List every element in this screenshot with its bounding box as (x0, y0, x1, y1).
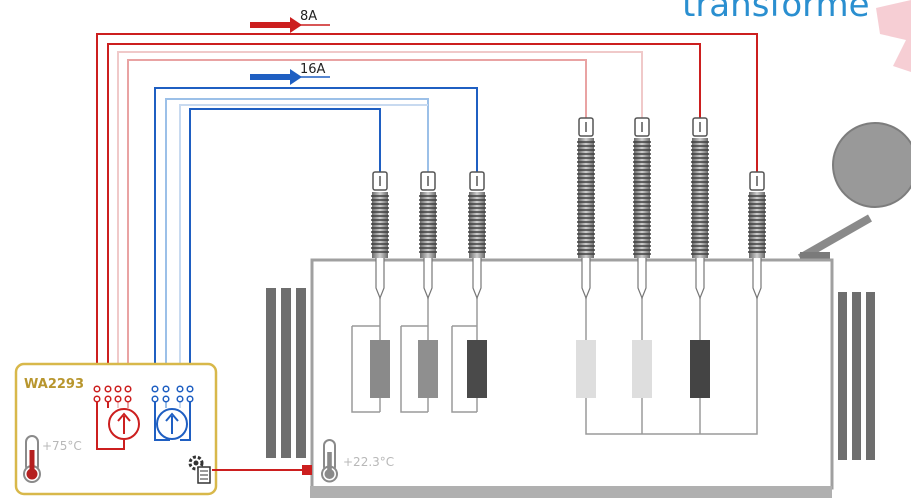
current-source-icon (108, 408, 140, 440)
radiator-left (266, 288, 306, 458)
bushing (691, 117, 709, 300)
bushing (633, 117, 651, 300)
current-source-icon (156, 408, 188, 440)
wiring (96, 33, 758, 397)
wire-red-outer (96, 33, 758, 397)
bushing (468, 171, 486, 300)
arrow-right-icon (250, 17, 302, 33)
wire-red-light (127, 59, 587, 397)
bushing (371, 171, 389, 300)
bushings (371, 117, 766, 300)
thermometer-icon (321, 439, 338, 483)
bushing (577, 117, 595, 300)
arrow-right-icon (250, 69, 302, 85)
wire-red-pale (117, 51, 643, 397)
wire-blue-outer (154, 87, 478, 397)
winding-connections (351, 260, 758, 435)
sensor-connector (302, 465, 312, 475)
transformer-temperature: +22.3°C (343, 455, 394, 469)
device-temperature: +75°C (42, 439, 82, 453)
wire-blue-light (165, 98, 429, 397)
device-name: WA2293 (24, 377, 84, 392)
wire-blue-pale (179, 104, 428, 397)
blue-current-label: 16A (300, 62, 326, 77)
blue-current-indicator: 16A (250, 62, 330, 85)
bushing (419, 171, 437, 300)
red-current-label: 8A (300, 9, 317, 24)
red-current-indicator: 8A (250, 9, 330, 33)
tank-base (310, 486, 832, 498)
radiator-right (838, 292, 875, 460)
settings-gear-icon[interactable] (188, 455, 211, 484)
transformer-tank (310, 258, 834, 490)
wa2293-device: WA2293 (14, 362, 218, 496)
conservator-tank (798, 122, 911, 262)
thermometer-icon (23, 435, 41, 483)
wire-red-inner (107, 43, 701, 397)
corner-decoration (876, 0, 911, 72)
diagram-title: transforme (682, 0, 870, 25)
device-terminals (93, 385, 194, 403)
bushing (748, 171, 766, 300)
wire-blue-inner (189, 108, 381, 397)
windings (370, 340, 710, 398)
